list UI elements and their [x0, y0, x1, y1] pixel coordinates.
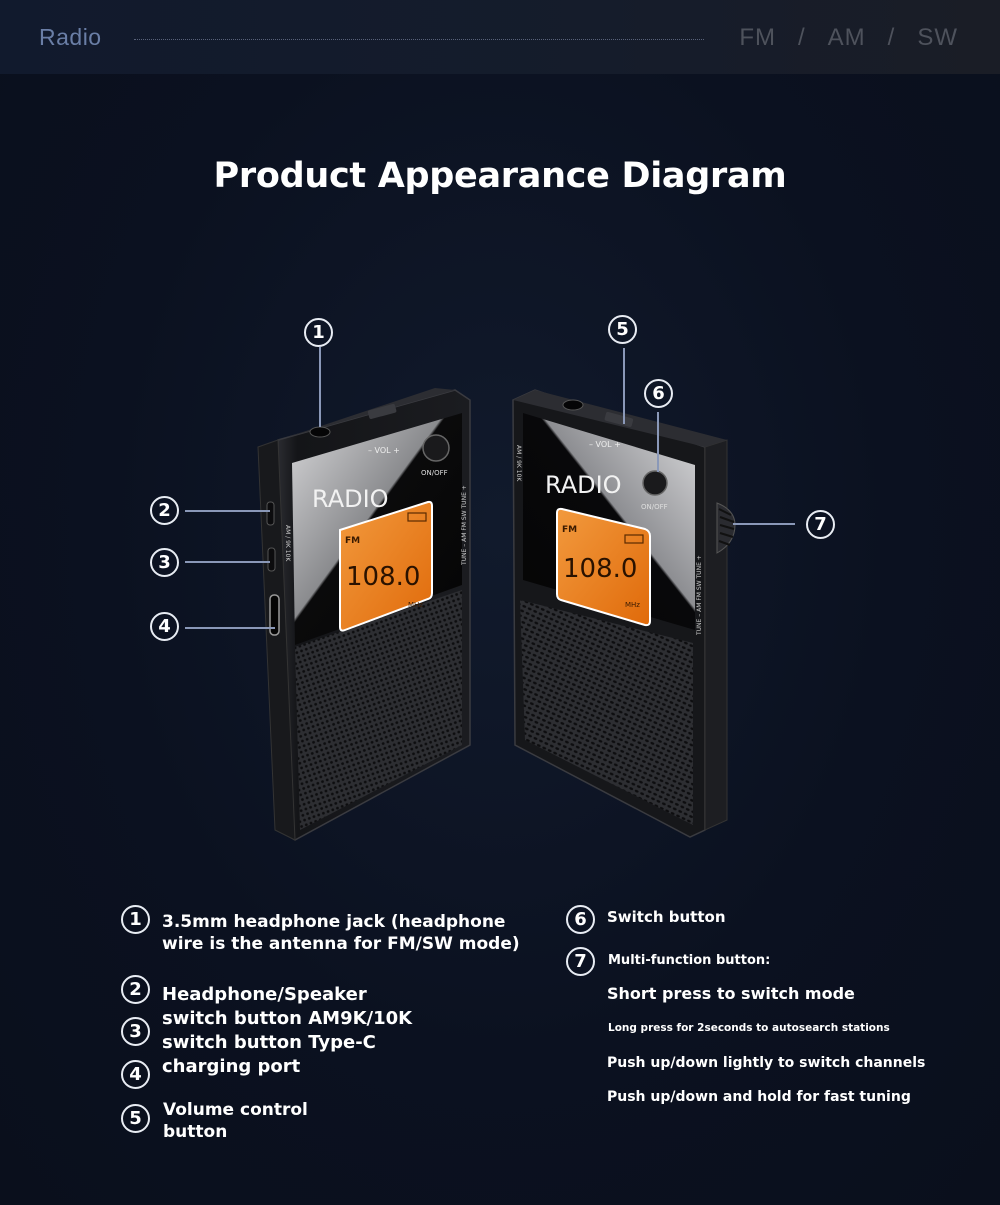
callout-leader-3	[185, 561, 270, 563]
lcd-band: FM	[345, 536, 360, 546]
legend-badge-2: 2	[121, 975, 150, 1004]
legend-item-7-text: Multi-function button:	[608, 953, 771, 968]
legend-badge-3: 3	[121, 1017, 150, 1046]
battery-icon	[624, 534, 644, 544]
legend-item-6-text: Switch button	[607, 908, 726, 926]
dotted-divider	[134, 39, 704, 40]
callout-badge-7: 7	[806, 510, 835, 539]
mode-separator: /	[887, 24, 896, 51]
callout-leader-1	[319, 347, 321, 427]
band-modes: FM / AM / SW	[739, 24, 958, 52]
headphone-jack	[309, 426, 331, 438]
legend-badge-5: 5	[121, 1104, 150, 1133]
legend-item-1-text: 3.5mm headphone jack (headphone wire is …	[162, 911, 520, 955]
volume-label: – VOL +	[368, 446, 400, 455]
radio-logo: RADIO	[545, 471, 622, 499]
radio-front-right-view: ON/OFF – VOL + RADIO FM 108.0 MHz AM / 9…	[512, 389, 736, 838]
power-button	[642, 470, 668, 496]
power-label: ON/OFF	[641, 503, 668, 511]
legend-line: wire is the antenna for FM/SW mode)	[162, 934, 520, 954]
mode-fm: FM	[739, 24, 776, 51]
lcd-frequency: 108.0	[346, 562, 420, 592]
legend-badge-6: 6	[566, 905, 595, 934]
detail-short-press: Short press to switch mode	[607, 984, 855, 1003]
legend-line: charging port	[162, 1056, 301, 1077]
volume-label: – VOL +	[589, 440, 621, 449]
legend-item-5-text: Volume control button	[163, 1099, 308, 1143]
headphone-jack	[562, 399, 584, 411]
page-title: Product Appearance Diagram	[213, 156, 787, 196]
detail-long-press: Long press for 2seconds to autosearch st…	[608, 1022, 890, 1034]
battery-icon	[407, 512, 427, 522]
volume-wheel	[604, 411, 634, 428]
side-label-left: AM / 9K 10K	[515, 445, 522, 482]
side-label-left: AM / 9K 10K	[284, 525, 291, 562]
callout-badge-1: 1	[304, 318, 333, 347]
callout-badge-2: 2	[150, 496, 179, 525]
lcd-unit: MHz	[625, 601, 640, 609]
callout-leader-2	[185, 510, 270, 512]
callout-badge-4: 4	[150, 612, 179, 641]
legend-line: 3.5mm headphone jack (headphone	[162, 912, 506, 932]
legend-line: switch button Type-C	[162, 1032, 376, 1053]
mode-am: AM	[827, 24, 866, 51]
top-banner: Radio FM / AM / SW	[0, 0, 1000, 74]
mode-sw: SW	[917, 24, 958, 51]
power-button	[422, 434, 450, 462]
callout-badge-5: 5	[608, 315, 637, 344]
mode-separator: /	[797, 24, 806, 51]
side-label-right: TUNE – AM FM SW TUNE +	[696, 555, 703, 636]
brand-label: Radio	[39, 24, 102, 50]
callout-badge-6: 6	[644, 379, 673, 408]
am-step-button	[267, 547, 276, 572]
callout-badge-3: 3	[150, 548, 179, 577]
lcd-band: FM	[562, 525, 577, 535]
legend-line: button	[163, 1122, 228, 1142]
page-background	[0, 74, 1000, 1205]
callout-leader-5	[623, 348, 625, 424]
detail-push-hold: Push up/down and hold for fast tuning	[607, 1089, 911, 1105]
legend-line: switch button AM9K/10K	[162, 1008, 413, 1029]
detail-push-lightly: Push up/down lightly to switch channels	[607, 1055, 926, 1071]
legend-items-2-4-text: Headphone/Speaker switch button AM9K/10K…	[162, 983, 412, 1079]
power-label: ON/OFF	[421, 469, 448, 477]
volume-wheel	[367, 403, 397, 420]
radio-logo: RADIO	[312, 485, 389, 513]
usb-c-port	[269, 594, 280, 636]
legend-badge-7: 7	[566, 947, 595, 976]
legend-line: Headphone/Speaker	[162, 984, 367, 1005]
callout-leader-7	[733, 523, 795, 525]
legend-badge-4: 4	[121, 1060, 150, 1089]
callout-leader-4	[185, 627, 275, 629]
headphone-speaker-button	[266, 501, 275, 526]
legend-badge-1: 1	[121, 905, 150, 934]
radio-front-left-view: ON/OFF – VOL + RADIO FM 108.0 MHz AM / 9…	[257, 388, 471, 841]
side-label-right: TUNE – AM FM SW TUNE +	[461, 485, 468, 566]
lcd-frequency: 108.0	[563, 554, 637, 584]
lcd-unit: MHz	[408, 601, 423, 609]
callout-leader-6	[657, 412, 659, 472]
legend-line: Volume control	[163, 1100, 308, 1120]
